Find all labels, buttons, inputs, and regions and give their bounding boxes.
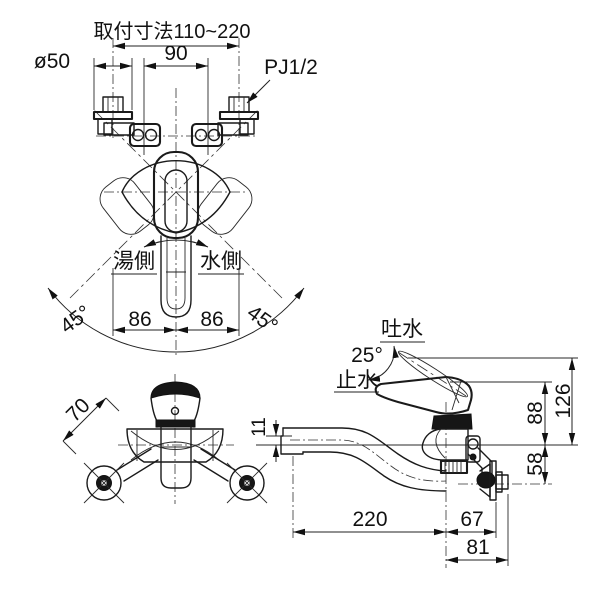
phantom-swing-right [93,109,283,299]
body-skirt-left [121,191,177,234]
spout-plan-inner [166,238,186,310]
left-leg-plan [92,96,162,148]
dim-text-pipe-depth: 81 [466,536,489,559]
lever-phantom-open [398,350,468,398]
handle-plan-grip [164,169,188,233]
dim-text-height-open: 126 [552,383,575,418]
handle-ghost-right [197,177,253,235]
label-discharge: 吐水 [381,318,423,341]
label-cold-side: 水側 [200,250,242,273]
lever-side [374,375,473,415]
dim-text-height-closed: 88 [524,401,547,424]
dim-text-offset-right: 86 [200,308,223,331]
body-side [421,413,473,475]
spout-outlet [280,427,304,455]
dim-text-height-below: 58 [524,452,547,475]
dim-text-wall-offset: 67 [460,508,483,531]
left-leg-front [83,448,159,504]
right-leg-front [193,448,268,504]
body-dome [121,160,231,193]
spout-plan-outer [160,235,192,318]
dim-text-leg-length: 70 [62,394,95,427]
dim-text-mounting-pitch: 取付寸法110~220 [94,20,251,43]
dim-text-spout-reach: 220 [352,508,387,531]
dim-text-offset-left: 86 [128,308,151,331]
wall-connection-side [465,435,509,501]
dim-text-swing-right: 45° [243,301,282,338]
dim-line-leg-length [62,397,107,442]
top-view: 取付寸法110~220 ø50 90 PJ1/2 [34,20,318,356]
label-thread-size: PJ1/2 [264,56,318,79]
handle-ghost-left [99,177,155,235]
dim-text-spout-drop: 11 [249,417,270,437]
dim-text-inlet-pitch: 90 [164,42,187,65]
knurl-nut [439,459,469,475]
phantom-swing-left [69,109,259,299]
front-view: 70 [62,374,268,504]
label-stop: 止水 [336,369,378,392]
body-front [126,428,224,463]
lever-angle-arc [367,345,399,382]
spout-side [280,427,447,492]
handle-front [150,381,201,428]
side-view: 吐水 25° 止水 [249,318,578,568]
handle-rotation-arrow [143,239,209,248]
spout-front [160,426,192,489]
body-skirt-right [175,191,231,234]
label-hot-side: 湯側 [113,250,155,273]
right-leg-plan [190,96,260,148]
handle-plan-outer [152,150,200,240]
dim-text-lever-angle: 25° [351,344,383,367]
dim-text-swing-left: 45° [56,301,95,338]
dim-text-flange-diameter: ø50 [34,50,70,73]
leader-thread-size [246,79,271,104]
spout-swing-arc [47,287,305,353]
